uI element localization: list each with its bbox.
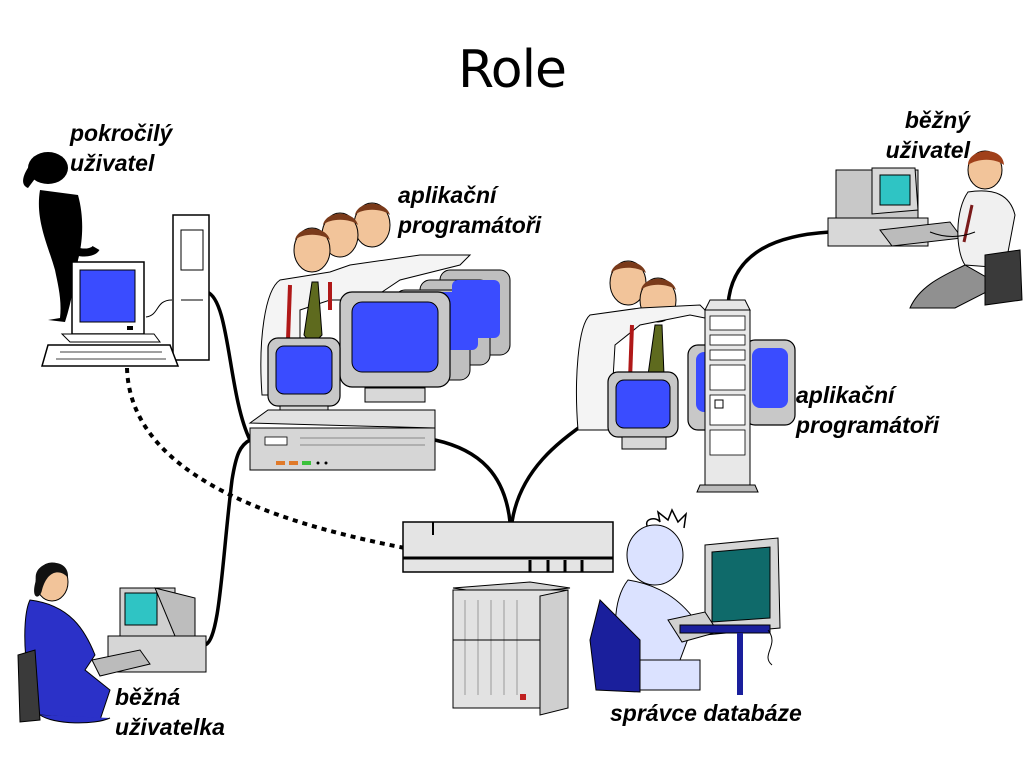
cable-right-group — [510, 418, 591, 523]
server-rack — [696, 299, 759, 493]
label-app-programmers-right-line1: aplikační — [796, 382, 895, 408]
database-server — [452, 581, 571, 716]
label-regular-user-male-line2: uživatel — [885, 137, 970, 163]
label-app-programmers-left: aplikační programátoři — [398, 180, 541, 240]
label-advanced-user-line2: uživatel — [70, 150, 155, 176]
cable-server-switch — [434, 438, 512, 523]
regular-male-user — [827, 150, 1023, 309]
label-app-programmers-right-line2: programátoři — [796, 412, 940, 438]
database-admin-figure — [589, 508, 781, 695]
label-regular-user-male: běžný uživatel — [850, 105, 970, 165]
regular-female-user — [17, 562, 207, 724]
label-regular-user-female-line1: běžná — [115, 684, 181, 710]
label-app-programmers-left-line1: aplikační — [398, 182, 497, 208]
label-db-admin-text: správce databáze — [610, 700, 802, 726]
label-regular-user-female: běžná uživatelka — [115, 682, 225, 742]
label-app-programmers-right: aplikační programátoři — [796, 380, 939, 440]
advanced-user-workstation — [41, 214, 210, 367]
network-cables — [204, 230, 831, 647]
label-app-programmers-left-line2: programátoři — [398, 212, 542, 238]
label-regular-user-male-line1: běžný — [904, 107, 970, 133]
central-switch — [402, 521, 614, 573]
cable-advanced-user — [206, 290, 252, 441]
label-advanced-user: pokročilý uživatel — [70, 118, 172, 178]
programmers-group-right — [576, 260, 796, 493]
cable-male-user — [726, 230, 831, 306]
label-regular-user-female-line2: uživatelka — [115, 714, 225, 740]
slide-title: Role — [457, 40, 567, 100]
dotted-link — [125, 367, 406, 550]
cable-female-user — [204, 438, 251, 647]
label-advanced-user-line1: pokročilý — [70, 120, 173, 146]
label-db-admin: správce databáze — [610, 698, 802, 728]
server-unit-left — [248, 409, 436, 471]
programmer-heads-left — [293, 202, 391, 273]
